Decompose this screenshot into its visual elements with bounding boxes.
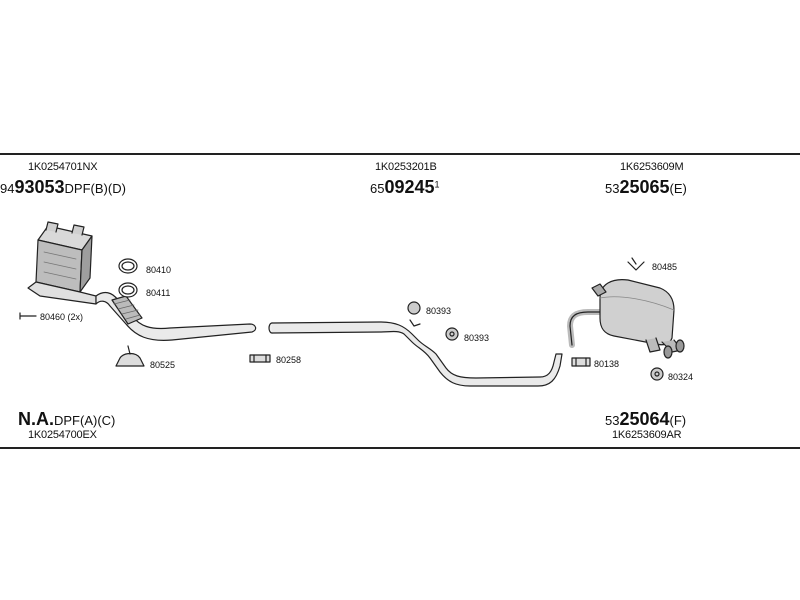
rear-part-prefix: 53	[605, 181, 620, 196]
front-na-bold: N.A.	[18, 409, 54, 429]
accessory-label-80258: 80258	[276, 355, 302, 365]
rear-alt-suffix: (F)	[669, 413, 687, 428]
rear-alt-part-number: 5325064(F)	[605, 410, 686, 428]
clamp-80525-icon	[115, 345, 145, 367]
bolt-80460-icon	[19, 312, 37, 320]
gasket-80411-icon	[118, 282, 138, 298]
middle-part-prefix: 65	[370, 181, 385, 196]
rear-oem-number: 1K6253609M	[620, 161, 684, 173]
dpf-unit-icon	[27, 221, 97, 305]
hanger-80324-icon	[650, 367, 664, 381]
middle-part-bold: 09245	[384, 177, 435, 197]
clamp-80138-icon	[571, 357, 591, 367]
accessory-label-80485: 80485	[652, 262, 678, 272]
accessory-label-80410: 80410	[146, 265, 172, 275]
rear-alt-bold: 25064	[619, 409, 670, 429]
middle-pipe-icon	[268, 321, 563, 387]
hanger-80393-a-icon	[407, 301, 421, 327]
hanger-80393-b-icon	[445, 327, 459, 341]
front-part-prefix: 94	[0, 181, 15, 196]
front-oem-number: 1K0254701NX	[28, 161, 98, 173]
rear-oem-number-bottom: 1K6253609AR	[612, 429, 682, 441]
top-divider	[0, 153, 800, 155]
gasket-80410-icon	[118, 258, 138, 274]
hanger-80485-icon	[627, 257, 645, 271]
front-part-bold: 93053	[14, 177, 65, 197]
rear-alt-prefix: 53	[605, 413, 620, 428]
accessory-label-80138: 80138	[594, 359, 620, 369]
rear-part-bold: 25065	[619, 177, 670, 197]
rear-muffler-icon	[567, 279, 685, 359]
bottom-divider	[0, 447, 800, 449]
front-oem-number-bottom: 1K0254700EX	[28, 429, 97, 441]
front-pipe-icon	[95, 291, 257, 341]
accessory-label-80393-b: 80393	[464, 333, 490, 343]
accessory-label-80324: 80324	[668, 372, 694, 382]
front-na-label: N.A.DPF(A)(C)	[18, 410, 115, 428]
rear-part-number: 5325065(E)	[605, 178, 687, 196]
middle-oem-number: 1K0253201B	[375, 161, 437, 173]
accessory-label-80411: 80411	[146, 288, 171, 298]
front-na-suffix: DPF(A)(C)	[54, 413, 116, 428]
front-part-number: 9493053DPF(B)(D)	[0, 178, 126, 196]
front-part-suffix: DPF(B)(D)	[64, 181, 126, 196]
rear-part-suffix: (E)	[669, 181, 687, 196]
clamp-80258-icon	[249, 354, 271, 363]
middle-part-sup: 1	[434, 179, 440, 190]
accessory-label-80393-a: 80393	[426, 306, 452, 316]
accessory-label-80525: 80525	[150, 360, 176, 370]
middle-part-number: 65092451	[370, 178, 440, 196]
accessory-label-80460: 80460 (2x)	[40, 312, 84, 322]
